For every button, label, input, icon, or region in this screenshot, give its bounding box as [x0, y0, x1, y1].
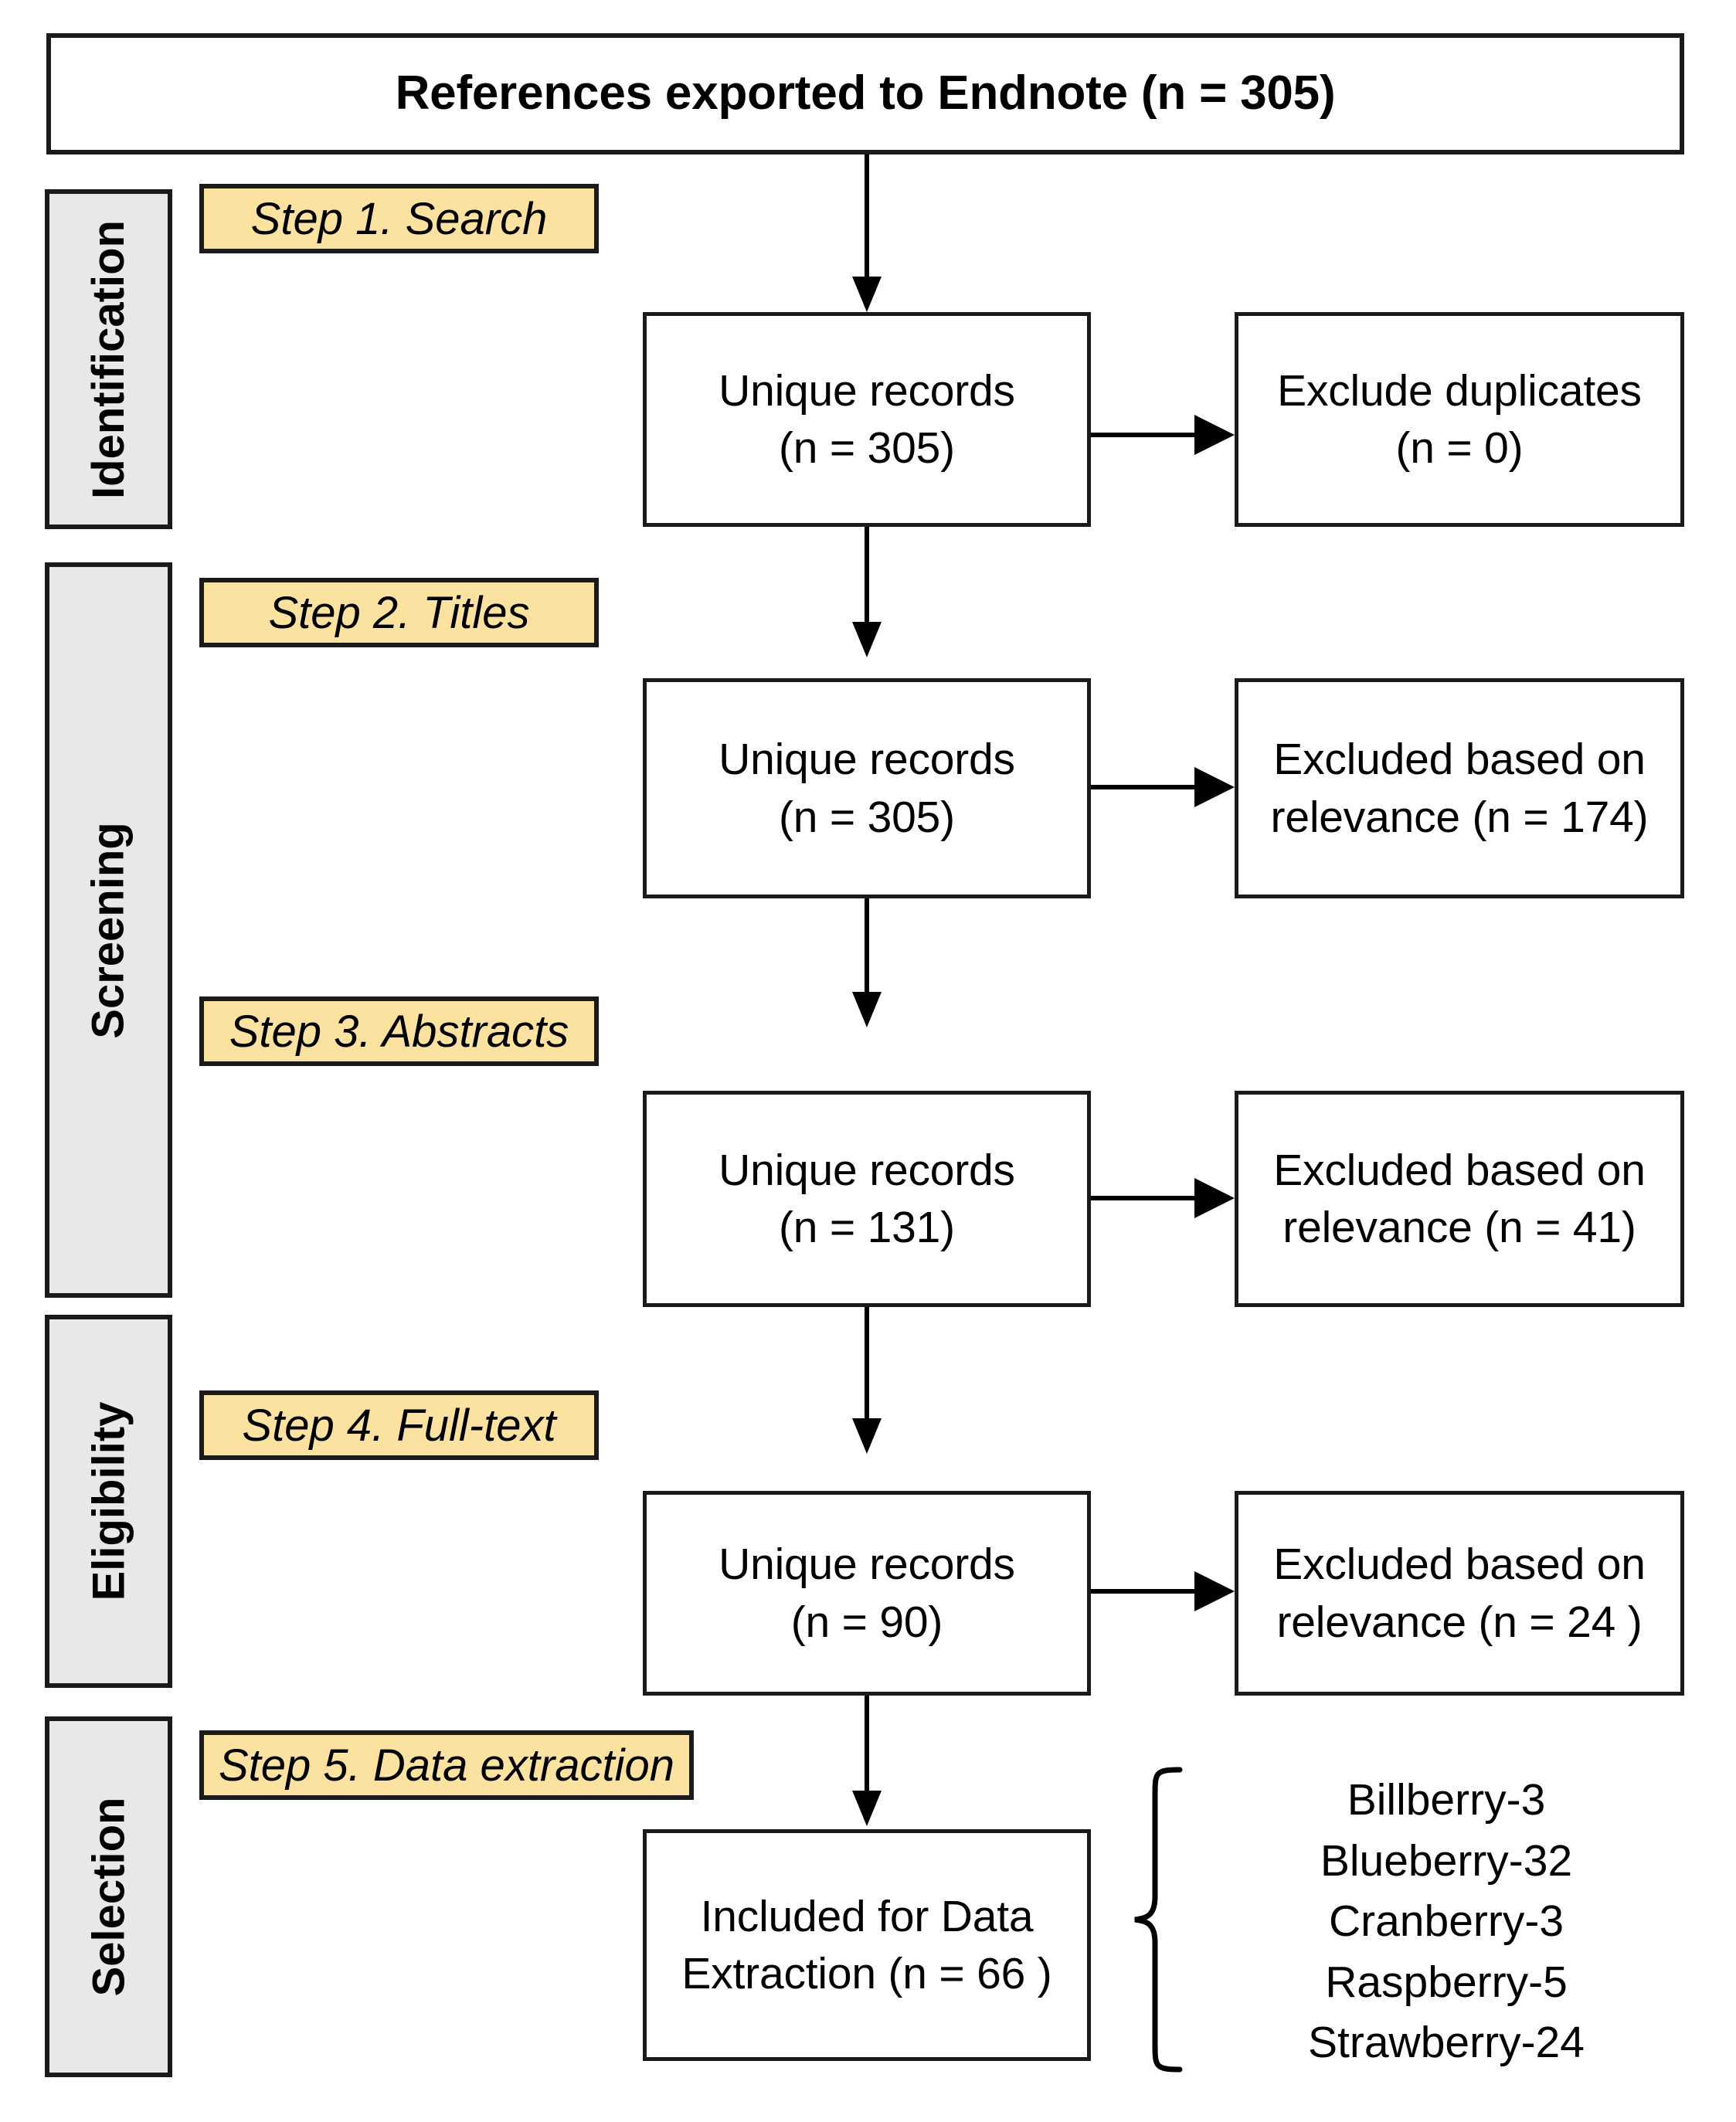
box-line-1: Exclude duplicates [1277, 365, 1642, 416]
box-included-for-data-extraction: Included for Data Extraction (n = 66 ) [643, 1829, 1091, 2061]
stage-label-identification: Identification [83, 219, 134, 499]
box-unique-records-3-text: Unique records (n = 131) [719, 1142, 1015, 1256]
box-line-2: relevance (n = 41) [1282, 1203, 1636, 1252]
arrowhead-records3-to-records4 [852, 1418, 882, 1454]
box-line-2: (n = 131) [779, 1203, 955, 1252]
connector-records1-to-exclude1 [1091, 433, 1195, 437]
title-box-text: References exported to Endnote (n = 305) [395, 66, 1336, 121]
arrowhead-records1-to-exclude1 [1194, 415, 1235, 455]
step-chip-step5-label: Step 5. Data extraction [219, 1740, 674, 1791]
step-chip-step3-label: Step 3. Abstracts [229, 1006, 569, 1057]
box-excluded-relevance-174-text: Excluded based on relevance (n = 174) [1271, 731, 1649, 845]
box-excluded-relevance-174: Excluded based on relevance (n = 174) [1235, 678, 1684, 898]
box-unique-records-2-text: Unique records (n = 305) [719, 731, 1015, 845]
arrowhead-records2-to-records3 [852, 992, 882, 1027]
arrowhead-records3-to-exclude3 [1194, 1178, 1235, 1218]
arrowhead-title-to-records1 [852, 277, 882, 312]
stage-bar-identification: Identification [45, 189, 172, 529]
stage-bar-eligibility: Eligibility [45, 1315, 172, 1688]
box-exclude-duplicates: Exclude duplicates (n = 0) [1235, 312, 1684, 527]
stage-bar-selection: Selection [45, 1716, 172, 2077]
box-included-text: Included for Data Extraction (n = 66 ) [681, 1888, 1051, 2002]
curly-brace-icon [1134, 1767, 1183, 2073]
box-unique-records-4-text: Unique records (n = 90) [719, 1536, 1015, 1650]
connector-records2-to-records3 [865, 898, 869, 997]
step-chip-step3-abstracts: Step 3. Abstracts [199, 996, 599, 1066]
berry-breakdown-list: Billberry-3 Blueberry-32 Cranberry-3 Ras… [1230, 1775, 1663, 2068]
box-line-2: (n = 0) [1395, 423, 1524, 473]
connector-title-to-records1 [865, 154, 869, 283]
stage-label-selection: Selection [83, 1797, 134, 1997]
box-line-1: Excluded based on [1273, 1540, 1646, 1590]
box-excluded-relevance-24: Excluded based on relevance (n = 24 ) [1235, 1491, 1684, 1696]
box-unique-records-2: Unique records (n = 305) [643, 678, 1091, 898]
connector-records2-to-exclude2 [1091, 785, 1195, 789]
list-item: Strawberry-24 [1308, 2018, 1585, 2068]
box-excluded-relevance-41: Excluded based on relevance (n = 41) [1235, 1091, 1684, 1307]
box-exclude-duplicates-text: Exclude duplicates (n = 0) [1277, 362, 1642, 477]
box-line-1: Included for Data [700, 1891, 1034, 1941]
box-excluded-relevance-24-text: Excluded based on relevance (n = 24 ) [1273, 1536, 1646, 1650]
box-line-2: (n = 305) [779, 423, 955, 473]
step-chip-step1-label: Step 1. Search [250, 193, 548, 244]
stage-label-screening: Screening [83, 821, 134, 1039]
box-line-1: Excluded based on [1273, 735, 1646, 785]
arrowhead-records1-to-records2 [852, 622, 882, 657]
box-line-2: relevance (n = 174) [1270, 792, 1649, 842]
box-line-1: Unique records [719, 365, 1015, 416]
box-unique-records-1: Unique records (n = 305) [643, 312, 1091, 527]
step-chip-step4-label: Step 4. Full-text [242, 1400, 556, 1451]
box-unique-records-4: Unique records (n = 90) [643, 1491, 1091, 1696]
connector-records4-to-included [865, 1696, 869, 1796]
step-chip-step5-data-extraction: Step 5. Data extraction [199, 1730, 694, 1800]
step-chip-step4-fulltext: Step 4. Full-text [199, 1390, 599, 1460]
box-unique-records-1-text: Unique records (n = 305) [719, 362, 1015, 477]
connector-records3-to-exclude3 [1091, 1196, 1195, 1200]
title-box-references-exported: References exported to Endnote (n = 305) [46, 33, 1684, 154]
box-line-2: Extraction (n = 66 ) [681, 1949, 1052, 1998]
connector-records3-to-records4 [865, 1307, 869, 1423]
step-chip-step1-search: Step 1. Search [199, 184, 599, 253]
box-line-2: (n = 305) [779, 792, 955, 842]
list-item: Blueberry-32 [1320, 1835, 1573, 1886]
box-line-1: Unique records [719, 735, 1015, 785]
arrowhead-records2-to-exclude2 [1194, 767, 1235, 807]
connector-records4-to-exclude4 [1091, 1589, 1195, 1594]
arrowhead-records4-to-exclude4 [1194, 1571, 1235, 1611]
connector-records1-to-records2 [865, 527, 869, 627]
list-item: Billberry-3 [1347, 1774, 1546, 1825]
list-item: Raspberry-5 [1325, 1957, 1568, 2007]
arrowhead-records4-to-included [852, 1791, 882, 1826]
stage-bar-screening: Screening [45, 562, 172, 1298]
box-line-1: Excluded based on [1273, 1145, 1646, 1195]
step-chip-step2-titles: Step 2. Titles [199, 578, 599, 647]
box-unique-records-3: Unique records (n = 131) [643, 1091, 1091, 1307]
stage-label-eligibility: Eligibility [83, 1401, 134, 1601]
box-excluded-relevance-41-text: Excluded based on relevance (n = 41) [1273, 1142, 1646, 1256]
box-line-2: (n = 90) [790, 1597, 943, 1647]
box-line-1: Unique records [719, 1145, 1015, 1195]
list-item: Cranberry-3 [1328, 1896, 1564, 1947]
step-chip-step2-label: Step 2. Titles [268, 587, 530, 638]
box-line-2: relevance (n = 24 ) [1276, 1597, 1643, 1647]
box-line-1: Unique records [719, 1540, 1015, 1590]
